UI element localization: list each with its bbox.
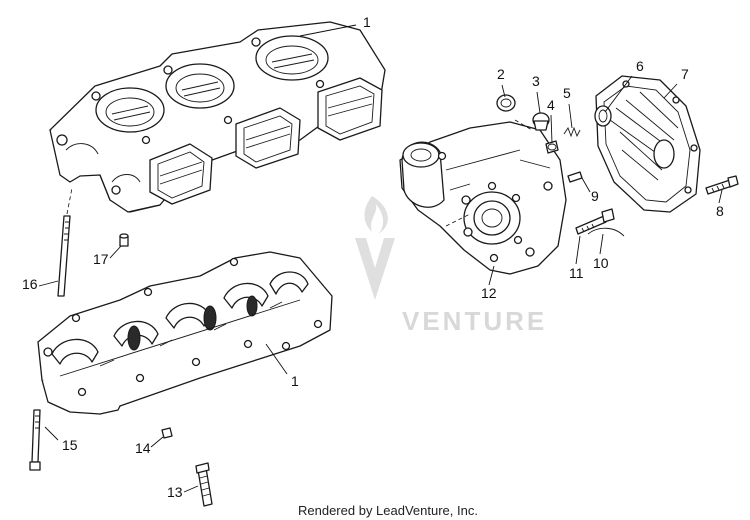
callout-c16: 16 bbox=[22, 276, 38, 292]
bolt-8 bbox=[705, 175, 739, 195]
plug-4 bbox=[545, 140, 559, 154]
bolt-15 bbox=[29, 409, 41, 471]
gear-housing bbox=[399, 121, 567, 275]
seal-2 bbox=[496, 94, 516, 112]
watermark-text: VENTURE bbox=[402, 306, 547, 336]
callout-c12: 12 bbox=[481, 285, 497, 301]
washer-14 bbox=[161, 427, 173, 439]
callout-c6: 6 bbox=[636, 58, 644, 74]
callout-leader-c17 bbox=[109, 245, 122, 259]
upper-crankcase bbox=[49, 21, 386, 213]
callout-c9: 9 bbox=[591, 188, 599, 204]
callout-c10: 10 bbox=[593, 255, 609, 271]
callout-leader-c15 bbox=[44, 426, 59, 441]
callout-c4: 4 bbox=[547, 97, 555, 113]
callout-c1a: 1 bbox=[363, 14, 371, 30]
callout-c5: 5 bbox=[563, 85, 571, 101]
callout-leader-c1b bbox=[265, 343, 288, 375]
callout-c17: 17 bbox=[93, 251, 109, 267]
callout-c3: 3 bbox=[532, 73, 540, 89]
callout-c14: 14 bbox=[135, 440, 151, 456]
callout-leader-c10 bbox=[599, 233, 604, 255]
pin-9 bbox=[567, 171, 583, 183]
callout-leader-c3 bbox=[536, 91, 541, 114]
callout-leader-c14 bbox=[150, 436, 164, 448]
callout-leader-c16 bbox=[38, 280, 59, 287]
callout-leader-c8 bbox=[718, 189, 723, 204]
dowel-17 bbox=[119, 233, 129, 247]
callout-c2: 2 bbox=[497, 66, 505, 82]
callout-c11: 11 bbox=[569, 265, 584, 281]
callout-leader-c11 bbox=[575, 235, 581, 265]
callout-c1b: 1 bbox=[291, 373, 299, 389]
callout-leader-c7 bbox=[663, 83, 678, 99]
callout-leader-c12 bbox=[488, 265, 495, 286]
callout-leader-c4 bbox=[550, 114, 553, 144]
callout-leader-c9 bbox=[581, 177, 591, 193]
callout-leader-c2 bbox=[501, 84, 506, 98]
stud-16 bbox=[57, 187, 73, 297]
rendered-by-footer: Rendered by LeadVenture, Inc. bbox=[298, 503, 478, 518]
bolt-11 bbox=[575, 208, 615, 235]
plug-3 bbox=[514, 112, 550, 131]
callout-c8: 8 bbox=[716, 203, 724, 219]
callout-leader-c5 bbox=[568, 103, 573, 129]
callout-leader-c13 bbox=[183, 485, 199, 493]
callout-c13: 13 bbox=[167, 484, 183, 500]
gasket-10 bbox=[587, 227, 625, 237]
bolt-13 bbox=[195, 462, 213, 507]
callout-leader-c6 bbox=[604, 75, 633, 113]
watermark-logo-icon bbox=[355, 196, 395, 300]
callout-c15: 15 bbox=[62, 437, 78, 453]
watermark: VENTURE bbox=[355, 196, 547, 336]
callout-leader-c1a bbox=[299, 24, 357, 37]
callout-c7: 7 bbox=[681, 66, 689, 82]
lower-crankcase bbox=[37, 251, 333, 415]
cover-7 bbox=[594, 75, 701, 213]
spring-5 bbox=[563, 126, 581, 138]
